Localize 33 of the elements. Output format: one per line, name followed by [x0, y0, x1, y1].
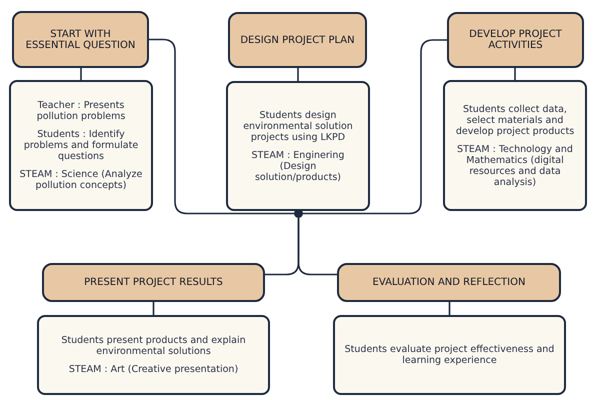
stage-detail-box [37, 315, 270, 395]
stage-detail-box [226, 81, 370, 211]
stage-header-box [228, 12, 367, 68]
connector-line [298, 218, 337, 276]
stage-header-box [12, 11, 149, 68]
stage-description: Students present products and explain environmental solutions [60, 335, 247, 357]
stage-header-box [337, 263, 561, 302]
stage-detail-box [443, 80, 587, 211]
stage-description: STEAM : Enginering (Design solution/products) [250, 150, 346, 182]
stage-description: Students design environmental solution projects using LKPD [242, 110, 354, 142]
stage-header-box [42, 263, 265, 302]
stage-title: PRESENT PROJECT RESULTS [84, 277, 223, 288]
stage-description: Students evaluate project effectiveness and learning experience [344, 344, 556, 366]
connector-line [297, 68, 299, 81]
stage-description: Teacher : Presents pollution problems [36, 100, 126, 122]
stage-description: STEAM : Technology and Mathematics (digital resources and data analysis) [456, 144, 574, 188]
connector-line [303, 39, 447, 214]
stage-description: Students collect data, select materials and develop project products [454, 104, 576, 136]
stage-detail-box [333, 315, 566, 395]
connector-line [149, 38, 294, 214]
stage-title: START WITH ESSENTIAL QUESTION [24, 28, 136, 50]
stage-description: STEAM : Art (Creative presentation) [68, 364, 238, 375]
stage-title: DEVELOP PROJECT ACTIVITIES [468, 29, 563, 51]
stage-title: DESIGN PROJECT PLAN [240, 34, 355, 46]
stage-detail-box [9, 80, 153, 211]
stage-header-box [447, 12, 584, 68]
stage-description: STEAM : Science (Analyze pollution concepts) [19, 169, 143, 191]
connector-line [152, 302, 154, 315]
stage-description: Students : Identify problems and formulate questions [22, 129, 140, 162]
connector-line [448, 302, 450, 315]
connector-line [514, 68, 516, 80]
connector-line [80, 68, 82, 80]
stage-title: EVALUATION AND REFLECTION [372, 277, 526, 288]
